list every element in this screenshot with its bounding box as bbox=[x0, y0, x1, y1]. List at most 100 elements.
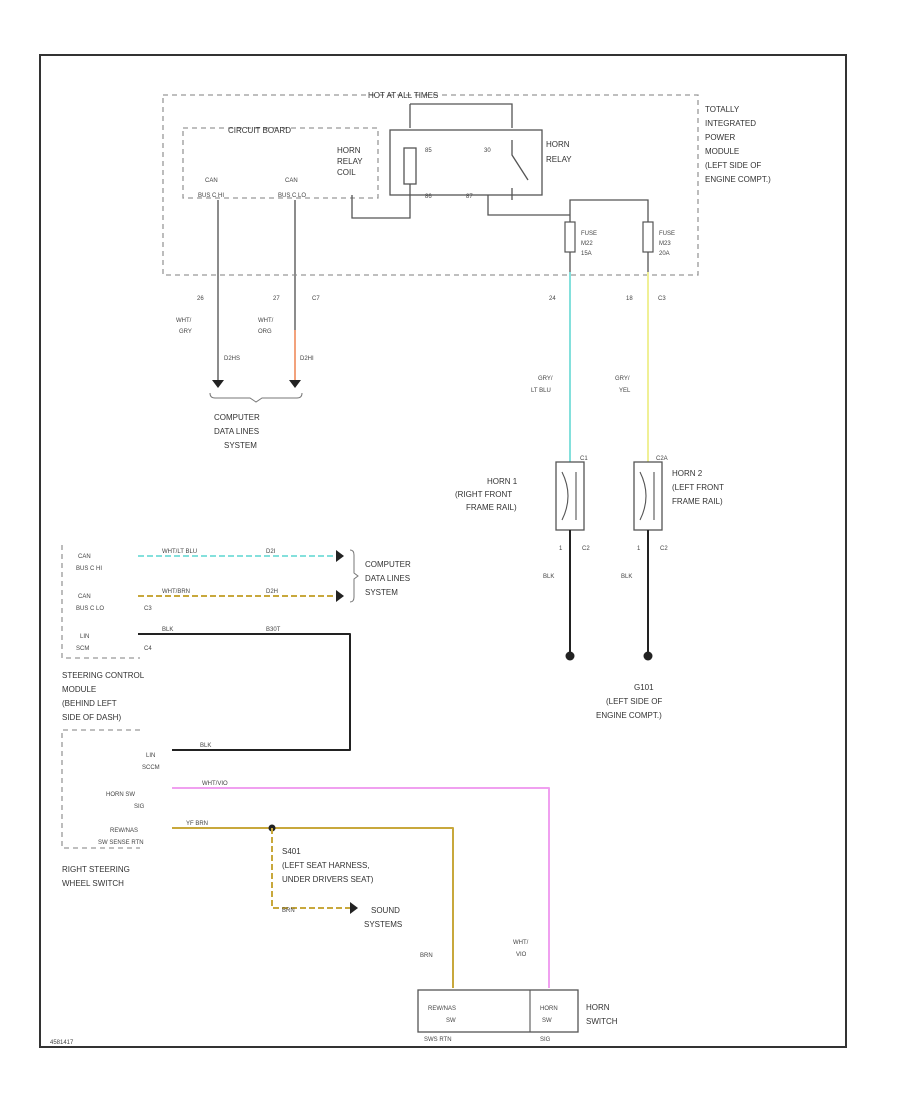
horn-2-conn: C2A bbox=[656, 456, 668, 462]
hs-wire-left: BRN bbox=[420, 953, 433, 959]
computer-data-2-line-3: SYSTEM bbox=[365, 588, 398, 597]
arrow-right-icon bbox=[350, 902, 358, 914]
can-c-lo-label-2: BUS C LO bbox=[278, 193, 306, 199]
scm-name-3: (BEHIND LEFT bbox=[62, 699, 117, 708]
arrow-down-icon bbox=[289, 380, 301, 388]
ground-point-icon bbox=[565, 651, 575, 661]
hs-cell-2-b: SW bbox=[542, 1018, 552, 1024]
pin-24-label: 24 bbox=[549, 296, 556, 302]
horn-1-icon bbox=[555, 461, 585, 531]
horn-1-conn2: C2 bbox=[582, 546, 590, 552]
scm-outline bbox=[61, 545, 140, 659]
splice-branch-wire-label: BRN bbox=[282, 908, 295, 914]
hot-bus-line bbox=[409, 103, 513, 128]
rsws-horn-2: SIG bbox=[134, 804, 145, 810]
tipm-name-1: TOTALLY bbox=[705, 105, 740, 114]
fuse-2-label-2: M23 bbox=[659, 241, 671, 247]
rsws-lin-wire: BLK bbox=[200, 743, 211, 749]
circuit-board-label: CIRCUIT BOARD bbox=[228, 126, 291, 135]
w2-circuit: D2HI bbox=[300, 356, 314, 362]
horn-switch-box bbox=[417, 989, 579, 1033]
fuse-2-label-3: 20A bbox=[659, 251, 670, 257]
hs-wire-right-1: WHT/ bbox=[513, 940, 529, 946]
rew-nas-return-wire bbox=[172, 827, 454, 988]
scm-c3: C3 bbox=[144, 606, 152, 612]
hs-bottom-2: SIG bbox=[540, 1037, 551, 1043]
fuse-2-label-1: FUSE bbox=[659, 231, 675, 237]
relay-pin-86: 86 bbox=[425, 194, 432, 200]
hs-cell-1-a: REW/NAS bbox=[428, 1006, 456, 1012]
computer-data-1-line-2: DATA LINES bbox=[214, 427, 259, 436]
rsws-horn-wire: WHT/VIO bbox=[202, 781, 228, 787]
horn-2-icon bbox=[633, 461, 663, 531]
scm-lin-2: SCM bbox=[76, 646, 89, 652]
can-c-hi-label-1: CAN bbox=[205, 178, 218, 184]
scm-can-lo-2: BUS C LO bbox=[76, 606, 104, 612]
w3-color-1: GRY/ bbox=[538, 376, 553, 382]
hs-cell-1-b: SW bbox=[446, 1018, 456, 1024]
fuse-m22-icon bbox=[564, 221, 576, 253]
relay-coil-ground-line bbox=[351, 184, 411, 219]
relay-pin-85: 85 bbox=[425, 148, 432, 154]
ground-point-icon bbox=[643, 651, 653, 661]
w3-color-2: LT BLU bbox=[531, 388, 551, 394]
horn-relay-label-1: HORN bbox=[546, 140, 570, 149]
w4-color-2: YEL bbox=[619, 388, 631, 394]
rsws-outline bbox=[61, 729, 140, 849]
fuse-1-label-2: M22 bbox=[581, 241, 593, 247]
conn-c7-label: C7 bbox=[312, 296, 320, 302]
arrow-right-icon bbox=[336, 590, 344, 602]
group-brace bbox=[209, 392, 303, 403]
relay-pin-87: 87 bbox=[466, 194, 473, 200]
horn-relay-box bbox=[389, 129, 543, 196]
scm-can-hi-2: BUS C HI bbox=[76, 566, 102, 572]
horn-relay-coil-label-3: COIL bbox=[337, 168, 356, 177]
arrow-right-icon bbox=[336, 550, 344, 562]
scm-c4: C4 bbox=[144, 646, 152, 652]
ground-id: G101 bbox=[634, 683, 654, 692]
ground-loc-1: (LEFT SIDE OF bbox=[606, 697, 662, 706]
computer-data-1-line-1: COMPUTER bbox=[214, 413, 260, 422]
arrow-down-icon bbox=[212, 380, 224, 388]
scm-lin-wire-color: BLK bbox=[162, 627, 173, 633]
rsws-rew-1: REW/NAS bbox=[110, 828, 138, 834]
relay-pin-30: 30 bbox=[484, 148, 491, 154]
tipm-name-3: POWER bbox=[705, 133, 735, 142]
scm-lin-1: LIN bbox=[80, 634, 89, 640]
fuse-m23-icon bbox=[642, 221, 654, 253]
rsws-rew-wire: YF BRN bbox=[186, 821, 208, 827]
relay-coil-icon bbox=[403, 147, 417, 185]
rsws-lin-1: LIN bbox=[146, 753, 155, 759]
fuse-1-label-3: 15A bbox=[581, 251, 592, 257]
w4-color-1: GRY/ bbox=[615, 376, 630, 382]
horn-relay-label-2: RELAY bbox=[546, 155, 572, 164]
footer-code: 4581417 bbox=[50, 1040, 74, 1046]
scm-wire-lo-color: WHT/BRN bbox=[162, 589, 190, 595]
scm-wire-lo-circuit: D2H bbox=[266, 589, 278, 595]
horn-1-name-2: (RIGHT FRONT bbox=[455, 490, 512, 499]
horn-switch-name-2: SWITCH bbox=[586, 1017, 618, 1026]
horn-relay-coil-label-2: RELAY bbox=[337, 157, 363, 166]
pin-27-label: 27 bbox=[273, 296, 280, 302]
can-c-lo-label-1: CAN bbox=[285, 178, 298, 184]
horn-switch-signal-wire bbox=[172, 787, 550, 988]
scm-name-2: MODULE bbox=[62, 685, 96, 694]
w1-color-1: WHT/ bbox=[176, 318, 192, 324]
horn-1-name-1: HORN 1 bbox=[487, 477, 518, 486]
group-brace bbox=[349, 549, 359, 603]
horn-relay-coil-label-1: HORN bbox=[337, 146, 361, 155]
horn-1-pin: 1 bbox=[559, 546, 563, 552]
scm-wire-hi-color: WHT/LT BLU bbox=[162, 549, 197, 555]
rsws-name-2: WHEEL SWITCH bbox=[62, 879, 124, 888]
splice-desc-1: (LEFT SEAT HARNESS, bbox=[282, 861, 370, 870]
horn-2-name-2: (LEFT FRONT bbox=[672, 483, 724, 492]
computer-data-1-line-3: SYSTEM bbox=[224, 441, 257, 450]
tipm-module-outline bbox=[162, 94, 699, 276]
horn-2-pin: 1 bbox=[637, 546, 641, 552]
can-c-hi-label-2: BUS C HI bbox=[198, 193, 224, 199]
horn-1-inner bbox=[561, 471, 577, 521]
rsws-name-1: RIGHT STEERING bbox=[62, 865, 130, 874]
tipm-name-5: (LEFT SIDE OF bbox=[705, 161, 761, 170]
rsws-rew-2: SW SENSE RTN bbox=[98, 840, 144, 846]
